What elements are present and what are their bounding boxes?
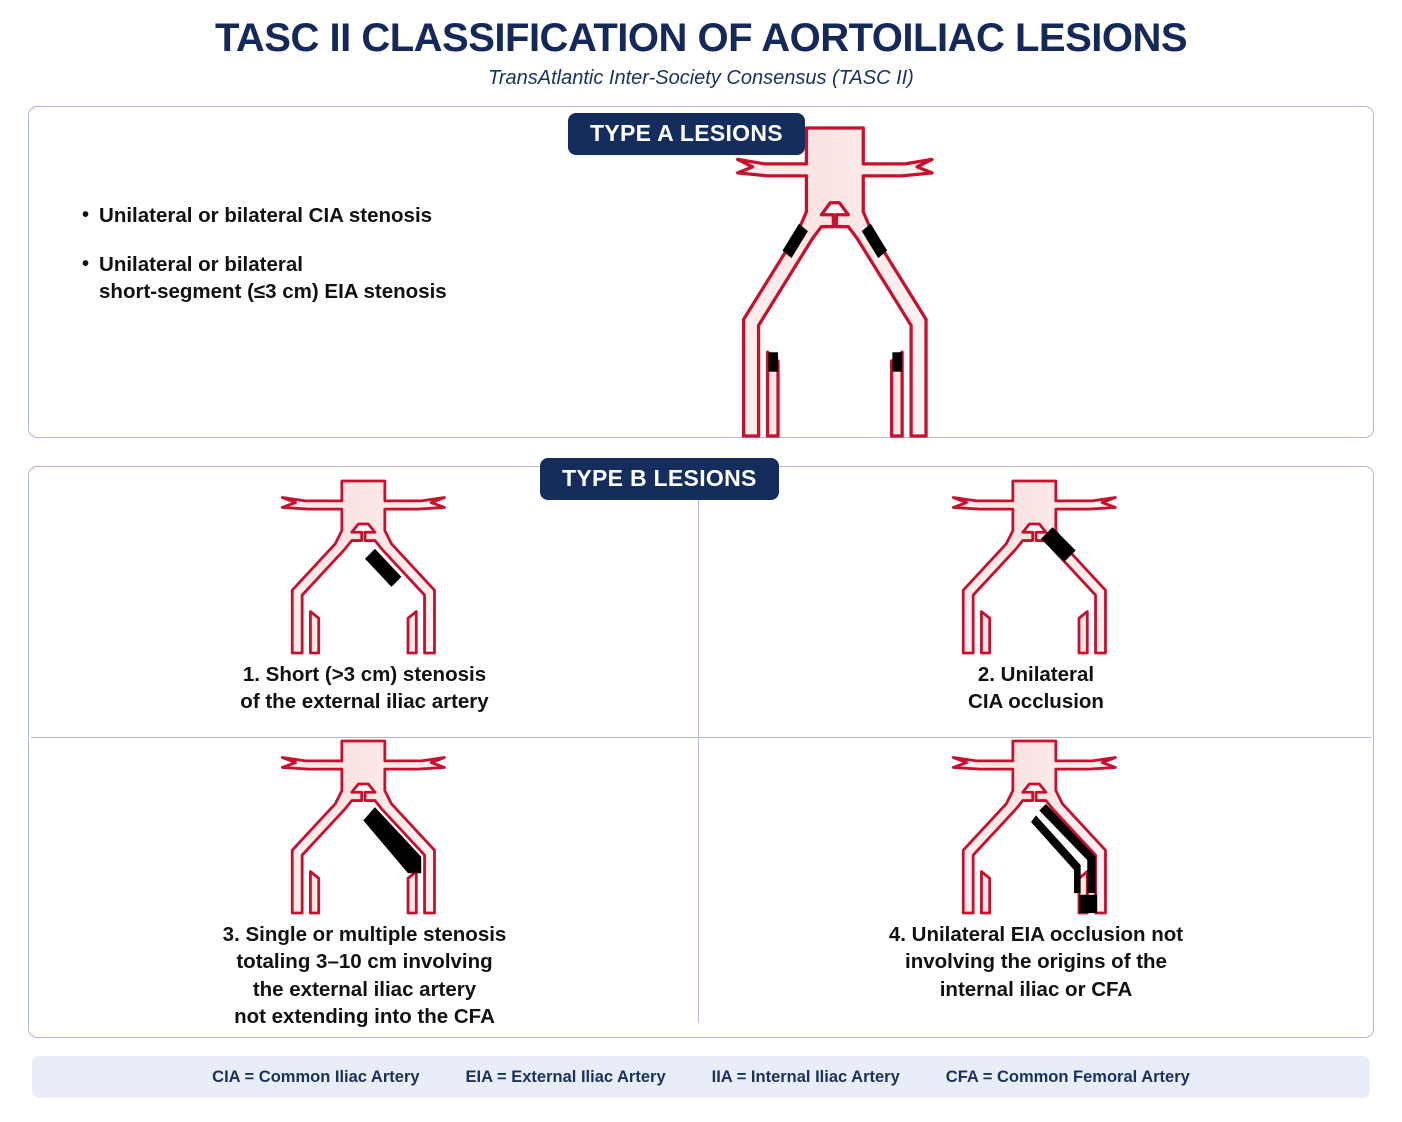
type-a-panel xyxy=(28,106,1374,438)
type-b-caption-1: 1. Short (>3 cm) stenosis of the externa… xyxy=(240,663,489,714)
list-item: • Unilateral or bilateral short-segment … xyxy=(82,251,602,305)
bullet-text: Unilateral or bilateral CIA stenosis xyxy=(99,204,433,227)
type-b-caption-3: 3. Single or multiple stenosis totaling … xyxy=(222,923,507,1028)
type-b-badge: TYPE B LESIONS xyxy=(540,458,779,500)
type-a-badge: TYPE A LESIONS xyxy=(568,113,805,155)
legend-item-cia: CIA = Common Iliac Artery xyxy=(212,1067,420,1086)
type-b-item-2: 2. Unilateral CIA occlusion xyxy=(701,479,1371,737)
bullet-text: Unilateral or bilateral short-segment (≤… xyxy=(99,253,447,304)
lesion-marker xyxy=(768,352,903,372)
lesion-marker xyxy=(364,548,401,587)
list-item: • Unilateral or bilateral CIA stenosis xyxy=(82,202,602,229)
type-b-caption-4: 4. Unilateral EIA occlusion not involvin… xyxy=(888,923,1184,1001)
lesion-marker xyxy=(362,807,421,874)
grid-vertical-divider xyxy=(698,481,700,1023)
aortoiliac-tree-b3 xyxy=(280,739,446,915)
type-b-item-3: 3. Single or multiple stenosis totaling … xyxy=(31,739,698,1028)
aortoiliac-tree-b1 xyxy=(280,479,446,655)
abbreviation-legend: CIA = Common Iliac Artery EIA = External… xyxy=(32,1056,1370,1098)
page-subtitle: TransAtlantic Inter-Society Consensus (T… xyxy=(488,67,914,89)
lesion-marker xyxy=(1040,527,1076,563)
type-b-item-1: 1. Short (>3 cm) stenosis of the externa… xyxy=(31,479,698,737)
aortoiliac-tree-type-a xyxy=(736,126,934,438)
bullet-icon: • xyxy=(82,204,90,226)
header: TASC II CLASSIFICATION OF AORTOILIAC LES… xyxy=(0,0,1402,90)
type-b-item-4: 4. Unilateral EIA occlusion not involvin… xyxy=(701,739,1371,1023)
grid-horizontal-divider xyxy=(31,737,1371,739)
aortoiliac-tree-b2 xyxy=(951,479,1117,655)
type-b-illustration-3 xyxy=(245,739,485,915)
legend-item-cfa: CFA = Common Femoral Artery xyxy=(945,1067,1190,1086)
type-a-illustration xyxy=(728,126,1148,438)
lesion-marker xyxy=(1031,803,1098,913)
type-b-panel xyxy=(28,466,1374,1038)
type-b-illustration-1 xyxy=(245,479,485,655)
bullet-icon: • xyxy=(82,253,90,276)
type-b-illustration-2 xyxy=(916,479,1156,655)
type-b-caption-2: 2. Unilateral CIA occlusion xyxy=(968,663,1104,714)
lesion-marker xyxy=(782,223,888,259)
type-b-grid: 1. Short (>3 cm) stenosis of the externa… xyxy=(29,467,1373,1037)
page-title: TASC II CLASSIFICATION OF AORTOILIAC LES… xyxy=(214,16,1188,60)
aortoiliac-tree-b4 xyxy=(951,739,1117,915)
legend-item-iia: IIA = Internal Iliac Artery xyxy=(711,1067,900,1086)
legend-item-eia: EIA = External Iliac Artery xyxy=(465,1067,666,1086)
type-b-illustration-4 xyxy=(916,739,1156,915)
type-a-bullet-list: • Unilateral or bilateral CIA stenosis •… xyxy=(82,202,602,327)
